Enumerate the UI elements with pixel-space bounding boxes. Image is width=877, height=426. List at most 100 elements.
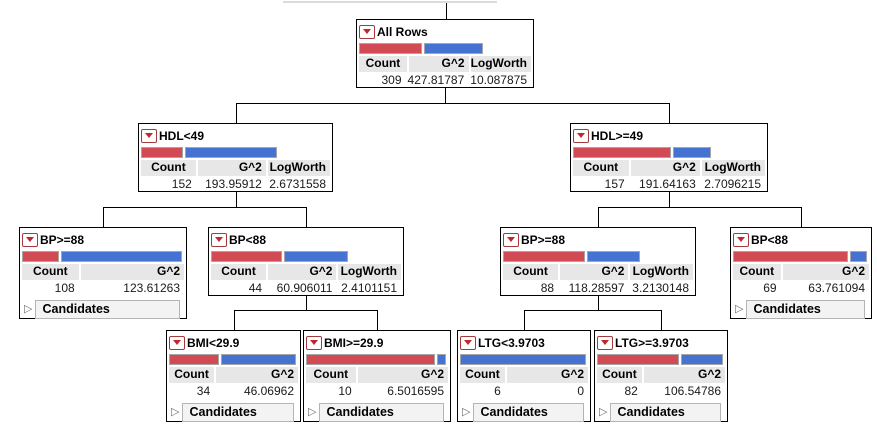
cell-value: 82	[624, 384, 638, 398]
connector-line	[234, 310, 378, 311]
red-triangle-menu-icon[interactable]	[359, 24, 375, 39]
cell-value: 63.761094	[808, 281, 865, 295]
candidates-button[interactable]: Candidates	[610, 402, 721, 422]
column-header: Count	[460, 367, 505, 383]
cell-value: 118.28597	[568, 281, 625, 295]
node-title-row: LTG<3.9703	[458, 331, 590, 352]
red-triangle-menu-icon[interactable]	[169, 335, 185, 350]
bar-red-segment	[597, 354, 679, 365]
column-header: LogWorth	[338, 264, 401, 280]
column-header: G^2	[80, 264, 184, 280]
connector-line	[103, 207, 307, 208]
triangle-down-glyph	[310, 340, 318, 345]
triangle-down-glyph	[215, 237, 223, 242]
bar-red-segment	[573, 147, 671, 158]
cell-value: 123.61263	[123, 281, 180, 295]
node-title-row: BP>=88	[501, 228, 695, 249]
disclosure-triangle-icon[interactable]: ▷	[462, 405, 471, 418]
bar-blue-segment	[424, 43, 483, 54]
cell-value: 2.4101151	[341, 281, 397, 295]
cell-value: 6	[494, 384, 501, 398]
node-title-row: LTG>=3.9703	[595, 331, 727, 352]
connector-line	[669, 103, 670, 123]
candidates-button[interactable]: Candidates	[182, 402, 294, 422]
proportion-bar	[141, 147, 277, 158]
bar-red-segment	[359, 43, 422, 54]
connector-line	[446, 3, 447, 19]
disclosure-triangle-icon[interactable]: ▷	[24, 302, 33, 315]
column-header: G^2	[268, 264, 337, 280]
cell-value: 10	[338, 384, 352, 398]
red-triangle-menu-icon[interactable]	[22, 232, 38, 247]
cell-value: 88	[540, 281, 555, 295]
column-header: LogWorth	[267, 160, 330, 176]
triangle-down-glyph	[464, 340, 472, 345]
candidates-button[interactable]: Candidates	[319, 402, 444, 422]
connector-line	[377, 310, 378, 330]
cell-value: 69	[763, 281, 777, 295]
column-header: G^2	[408, 56, 469, 72]
node-title: HDL<49	[159, 128, 205, 143]
red-triangle-menu-icon[interactable]	[597, 335, 613, 350]
proportion-bar	[597, 354, 723, 365]
column-header: LogWorth	[470, 56, 531, 72]
candidates-row: ▷ Candidates	[167, 400, 300, 423]
proportion-bar	[359, 43, 483, 54]
connector-line	[598, 296, 599, 310]
node-title: BP>=88	[40, 232, 85, 247]
candidates-button[interactable]: Candidates	[35, 299, 180, 319]
disclosure-triangle-icon[interactable]: ▷	[171, 405, 180, 418]
bar-red-segment	[22, 251, 59, 262]
value-row: 10 6.5016595	[304, 383, 450, 400]
proportion-bar	[460, 354, 586, 365]
red-triangle-menu-icon[interactable]	[503, 232, 519, 247]
bar-blue-segment	[681, 354, 723, 365]
column-header: G^2	[197, 160, 266, 176]
proportion-bar	[733, 251, 867, 262]
triangle-down-glyph	[173, 340, 181, 345]
column-header: LogWorth	[630, 264, 693, 280]
red-triangle-menu-icon[interactable]	[211, 232, 227, 247]
cell-value: 3.2130148	[632, 281, 689, 295]
triangle-down-glyph	[577, 133, 585, 138]
candidates-button[interactable]: Candidates	[746, 299, 865, 319]
value-row: 69 63.761094	[731, 280, 871, 297]
bar-red-segment	[306, 354, 435, 365]
disclosure-triangle-icon[interactable]: ▷	[735, 302, 744, 315]
connector-line	[445, 88, 446, 103]
connector-line	[306, 207, 307, 227]
bar-blue-segment	[221, 354, 296, 365]
candidates-row: ▷ Candidates	[458, 400, 590, 423]
column-header: Count	[503, 264, 559, 280]
red-triangle-menu-icon[interactable]	[306, 335, 322, 350]
red-triangle-menu-icon[interactable]	[460, 335, 476, 350]
column-header: Count	[169, 367, 215, 383]
disclosure-triangle-icon[interactable]: ▷	[599, 405, 608, 418]
red-triangle-menu-icon[interactable]	[141, 128, 157, 143]
triangle-down-glyph	[507, 237, 515, 242]
bar-blue-segment	[850, 251, 867, 262]
column-header: Count	[359, 56, 407, 72]
value-row: 108 123.61263	[20, 280, 186, 297]
node-title: BP<88	[229, 232, 267, 247]
connector-line	[236, 103, 670, 104]
bar-blue-segment	[437, 354, 446, 365]
cell-value: 108	[54, 281, 75, 295]
cell-value: 6.5016595	[387, 384, 444, 398]
red-triangle-menu-icon[interactable]	[573, 128, 589, 143]
disclosure-triangle-icon[interactable]: ▷	[308, 405, 317, 418]
red-triangle-menu-icon[interactable]	[733, 232, 749, 247]
candidates-button[interactable]: Candidates	[473, 402, 584, 422]
connector-line	[598, 207, 802, 208]
node-title-row: All Rows	[357, 20, 533, 41]
